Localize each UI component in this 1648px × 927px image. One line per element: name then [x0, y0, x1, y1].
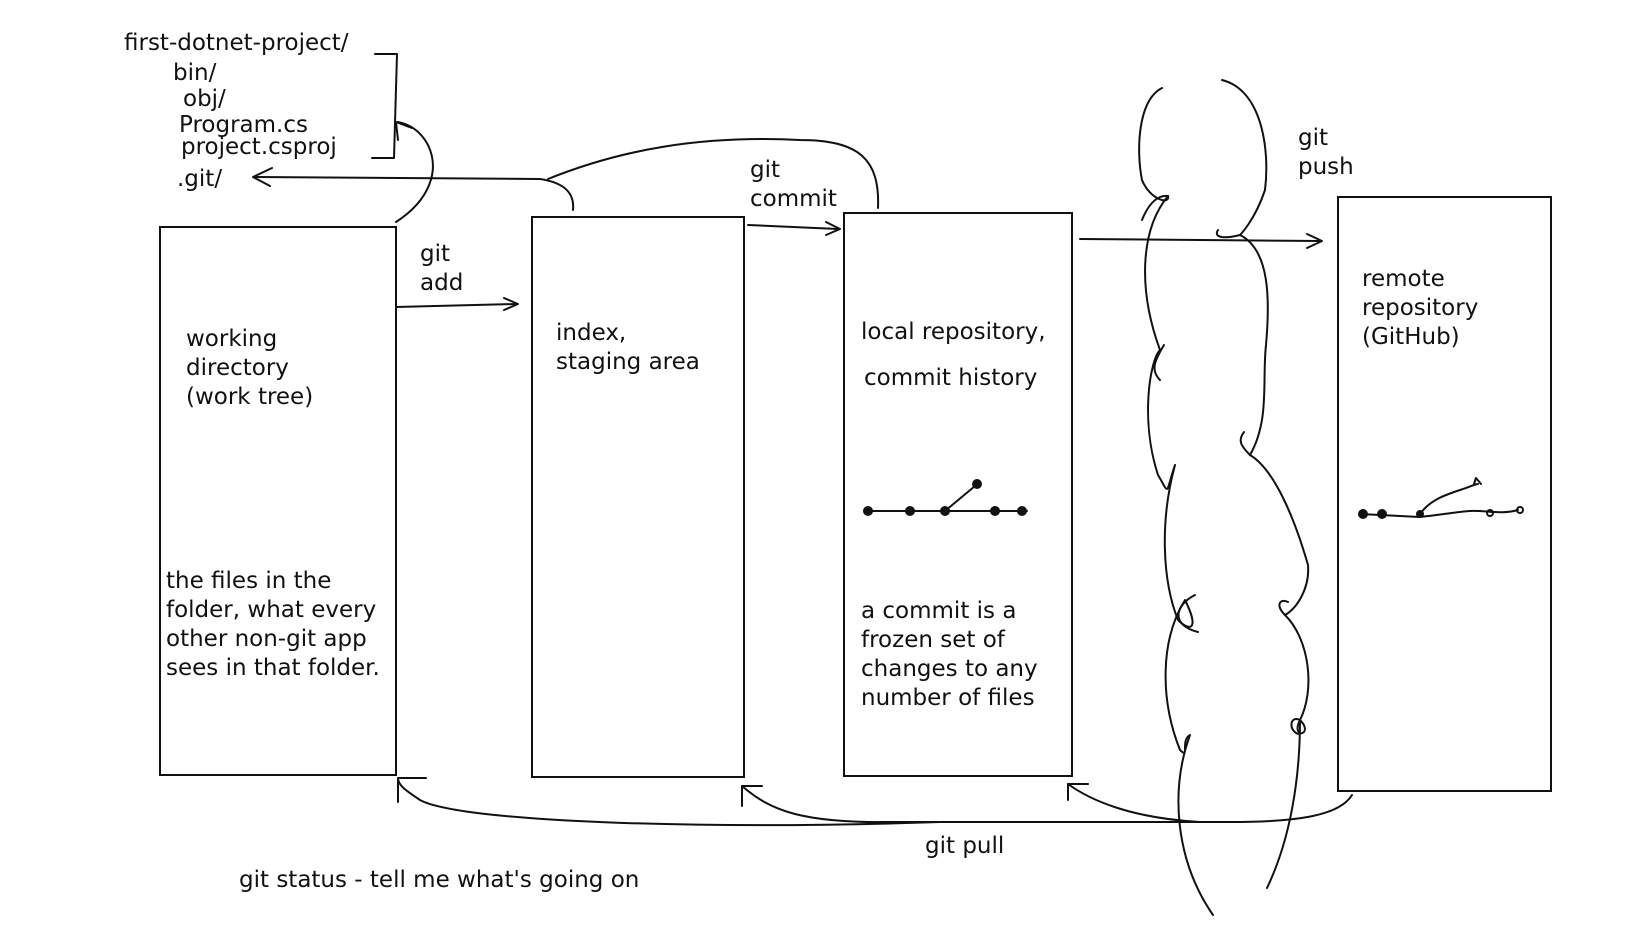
- remote-repository-title: remote repository (GitHub): [1362, 266, 1479, 350]
- working-directory-box: [159, 226, 397, 776]
- local-commit-node: [863, 506, 873, 516]
- folder-entry-csproj: project.csproj: [181, 134, 337, 160]
- git-dir-connector-staging: [539, 178, 575, 211]
- git-push-label: git push: [1298, 125, 1354, 180]
- remote-commit-node: [1416, 510, 1424, 518]
- network-cloud-tick-1: [1141, 194, 1169, 221]
- git-pull-to-staging: [741, 785, 901, 824]
- git-pull-to-workdir-arrowhead: [397, 777, 427, 803]
- git-add-arrow: [395, 303, 517, 308]
- git-pull-to-workdir: [397, 777, 1219, 827]
- git-add-label: git add: [420, 241, 464, 296]
- folder-entry-bin: bin/: [173, 60, 217, 86]
- network-cloud-right: [1221, 79, 1310, 889]
- local-repository-title-line2: commit history: [864, 365, 1038, 391]
- remote-commit-graph-tip: [1473, 477, 1482, 485]
- remote-commit-graph-line: [1359, 509, 1519, 518]
- network-cloud-tick-3: [1215, 229, 1241, 239]
- local-commit-node: [905, 506, 915, 516]
- git-dir-arrowhead: [252, 167, 273, 187]
- working-directory-title: working directory (work tree): [186, 326, 314, 410]
- network-cloud-left: [1138, 87, 1214, 916]
- local-commit-graph-branch: [944, 485, 976, 512]
- folder-entry-program-cs: Program.cs: [179, 112, 308, 138]
- git-pull-to-repo-arrowhead: [1067, 783, 1089, 801]
- git-status-label: git status - tell me what's going on: [239, 867, 640, 893]
- remote-commit-node: [1486, 509, 1494, 517]
- git-pull-main-line: [879, 794, 1353, 823]
- git-pull-to-repo: [1067, 783, 1201, 823]
- git-dir-arrow-line: [254, 176, 541, 180]
- git-commit-arrowhead: [825, 221, 841, 236]
- remote-commit-node: [1377, 509, 1387, 519]
- network-cloud-tick-5: [1177, 594, 1199, 633]
- staging-area-title: index, staging area: [556, 320, 700, 375]
- remote-commit-node: [1358, 509, 1368, 519]
- folder-entry-obj: obj/: [183, 86, 226, 112]
- git-commit-label: git commit: [750, 157, 837, 212]
- staging-area-box: [531, 216, 745, 778]
- local-repository-box: [843, 212, 1073, 777]
- network-cloud-tick-7: [1290, 718, 1301, 735]
- git-dir-connector-repo: [547, 138, 880, 209]
- network-cloud-tick-2: [1153, 344, 1165, 381]
- git-add-arrowhead: [503, 297, 519, 311]
- remote-commit-node: [1516, 506, 1524, 514]
- local-repository-description: a commit is a frozen set of changes to a…: [861, 598, 1038, 711]
- git-commit-arrow: [747, 224, 839, 230]
- local-commit-node: [940, 506, 950, 516]
- remote-repository-box: [1337, 196, 1552, 792]
- git-pull-label: git pull: [925, 833, 1005, 859]
- folder-root-label: first-dotnet-project/: [124, 30, 349, 56]
- git-push-arrow: [1079, 238, 1321, 242]
- workdir-to-folder-arrowhead: [395, 121, 413, 141]
- network-cloud-tick-4: [1239, 431, 1251, 456]
- git-push-arrowhead: [1306, 233, 1323, 249]
- network-cloud-tick-6: [1278, 599, 1289, 616]
- local-commit-node: [990, 506, 1000, 516]
- git-dir-label: .git/: [177, 166, 223, 192]
- remote-commit-graph-branch: [1419, 483, 1479, 515]
- local-commit-node: [972, 479, 982, 489]
- local-commit-node: [1017, 506, 1027, 516]
- working-directory-description: the files in the folder, what every othe…: [166, 568, 380, 681]
- folder-bracket: [371, 53, 398, 159]
- git-pull-to-staging-arrowhead: [741, 785, 763, 807]
- local-repository-title-line1: local repository,: [861, 319, 1046, 345]
- workdir-to-folder-arrow: [395, 121, 434, 223]
